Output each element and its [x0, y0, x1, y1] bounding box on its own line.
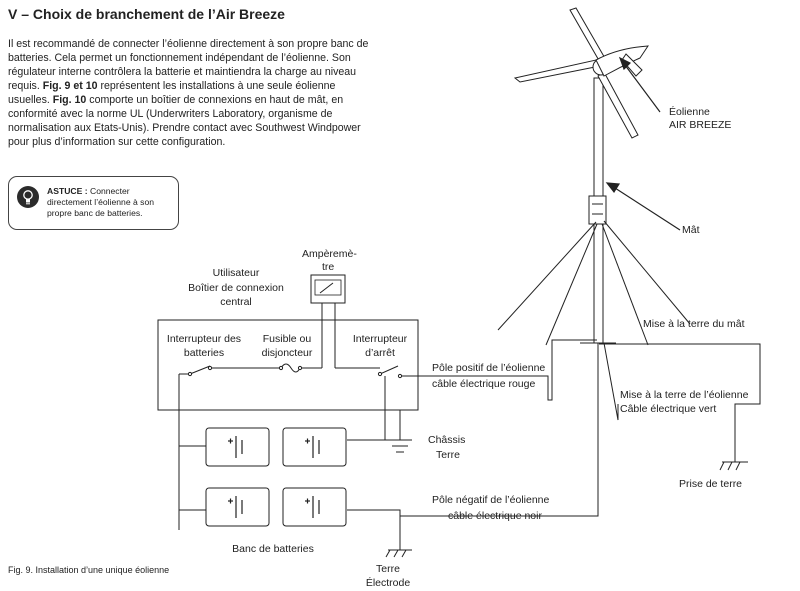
label-interrupteur-batteries-1: Interrupteur des	[167, 333, 241, 345]
stop-switch-icon	[379, 365, 399, 375]
paragraph-text-3: comporte un boîtier de connexions en hau…	[8, 94, 361, 148]
label-terre-electrode-1: Terre	[376, 563, 400, 575]
figure-reference-2: Fig. 10	[52, 94, 87, 106]
label-fusible-2: disjoncteur	[262, 347, 313, 359]
label-arrows	[605, 56, 681, 231]
diagram-labels: Éolienne AIR BREEZE Mât Ampèremè- tre Ut…	[167, 105, 749, 589]
circuit-wires	[178, 320, 761, 558]
connection-box	[157, 319, 419, 411]
label-pole-negatif-2: câble électrique noir	[448, 510, 542, 522]
blade-bottom-icon	[597, 71, 639, 139]
label-utilisateur-1: Utilisateur	[213, 267, 260, 279]
label-chassis-1: Châssis	[428, 434, 465, 446]
paragraph-text-2: représentent les installations à une seu…	[8, 80, 336, 106]
label-mat: Mât	[682, 224, 700, 236]
tip-label: ASTUCE :	[47, 186, 88, 196]
battery-bank	[205, 427, 347, 527]
battery-icon	[282, 427, 347, 467]
label-terre-electrode-2: Électrode	[366, 576, 411, 589]
label-interrupteur-arret-1: Interrupteur	[353, 333, 408, 345]
battery-icon	[282, 487, 347, 527]
battery-switch-icon	[189, 365, 211, 375]
page-title: V – Choix de branchement de l’Air Breeze	[8, 6, 285, 22]
label-pole-positif-2: câble électrique rouge	[432, 378, 535, 390]
label-interrupteur-arret-2: d’arrêt	[365, 347, 395, 359]
tip-body: Connecter directement l’éolienne à son p…	[47, 186, 155, 218]
label-prise-terre: Prise de terre	[679, 478, 742, 490]
label-banc-batteries: Banc de batteries	[232, 543, 314, 555]
ammeter-icon	[310, 274, 346, 368]
label-pole-positif-1: Pôle positif de l’éolienne	[432, 362, 545, 374]
lightbulb-icon	[17, 186, 39, 208]
label-utilisateur-2: Boîtier de connexion	[188, 282, 284, 294]
fuse-icon	[280, 363, 301, 373]
blade-top-icon	[569, 7, 607, 65]
intro-paragraph: Il est recommandé de connecter l’éolienn…	[8, 37, 370, 149]
label-chassis-2: Terre	[436, 449, 460, 461]
label-terre-eolienne-2: Câble électrique vert	[620, 403, 716, 415]
label-eolienne-1: Éolienne	[669, 105, 710, 118]
label-terre-mat: Mise à la terre du mât	[643, 318, 745, 330]
label-amperemetre-1: Ampèremè-	[302, 248, 357, 260]
figure-caption: Fig. 9. Installation d’une unique éolien…	[8, 565, 170, 575]
figure-reference-1: Fig. 9 et 10	[42, 80, 98, 92]
guy-wire-bracket-icon	[588, 195, 607, 225]
label-utilisateur-3: central	[220, 296, 252, 308]
label-terre-eolienne-1: Mise à la terre de l’éolienne	[620, 389, 749, 401]
label-amperemetre-2: tre	[322, 261, 334, 273]
tip-box: ASTUCE : Connecter directement l’éolienn…	[8, 176, 179, 230]
battery-icon	[205, 487, 270, 527]
paragraph-text-1: Il est recommandé de connecter l’éolienn…	[8, 38, 369, 92]
wind-turbine-icon	[497, 7, 691, 346]
guy-wires	[497, 220, 691, 346]
lightbulb-glyph	[23, 190, 33, 205]
tip-text: ASTUCE : Connecter directement l’éolienn…	[47, 186, 175, 219]
label-pole-negatif-1: Pôle négatif de l’éolienne	[432, 494, 550, 506]
battery-icon	[205, 427, 270, 467]
blade-left-icon	[513, 59, 601, 83]
label-interrupteur-batteries-2: batteries	[184, 347, 224, 359]
tail-fin-icon	[621, 53, 643, 77]
label-eolienne-2: AIR BREEZE	[669, 119, 731, 131]
label-fusible-1: Fusible ou	[263, 333, 312, 345]
